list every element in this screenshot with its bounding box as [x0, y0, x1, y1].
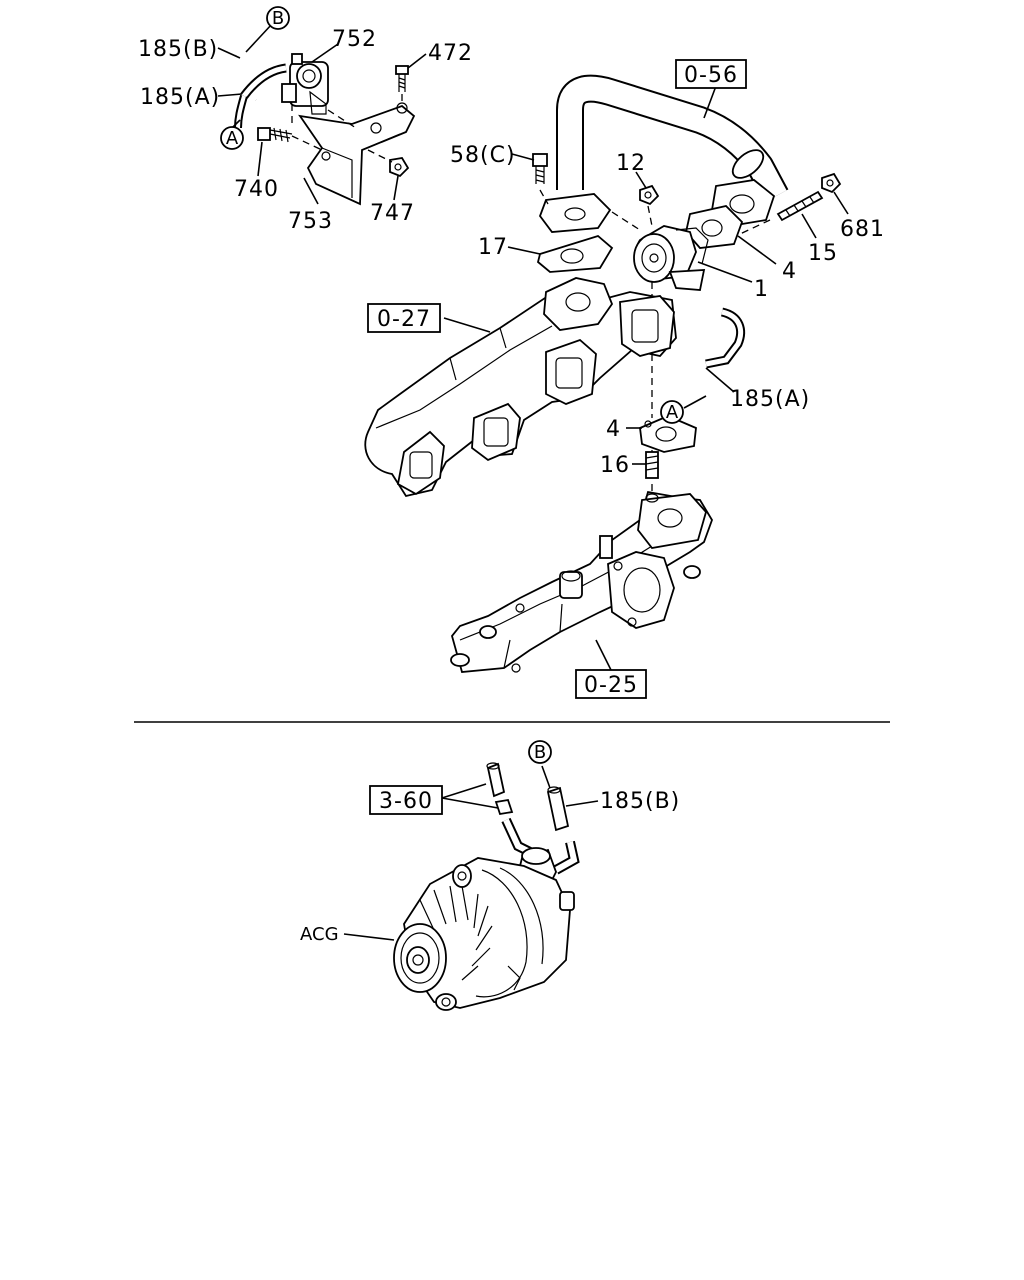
egr-pipe	[532, 74, 842, 500]
label-4-upper: 4	[782, 259, 797, 284]
intake-manifold	[450, 490, 713, 673]
callout-b-bottom: B	[528, 740, 552, 764]
label-185b-top: 185(B)	[138, 37, 218, 62]
label-1: 1	[754, 277, 769, 302]
callout-a-top: A	[220, 126, 244, 150]
label-185b-bottom: 185(B)	[600, 789, 680, 814]
svg-text:A: A	[226, 128, 239, 149]
label-17: 17	[478, 235, 508, 260]
label-740: 740	[234, 177, 279, 202]
svg-text:A: A	[666, 402, 679, 423]
lower-gasket-stud	[639, 415, 697, 479]
svg-text:B: B	[272, 8, 284, 29]
label-747: 747	[370, 201, 415, 226]
label-58c: 58(C)	[450, 143, 516, 168]
ref-box-0-25: 0-25	[575, 669, 647, 699]
exhaust-manifold	[364, 277, 677, 498]
label-185a-mid: 185(A)	[730, 387, 810, 412]
label-12: 12	[616, 151, 646, 176]
vsv-assembly	[230, 53, 416, 206]
label-16: 16	[600, 453, 630, 478]
svg-text:B: B	[534, 742, 546, 763]
svg-text:0-27: 0-27	[377, 307, 431, 332]
leader-lines	[217, 23, 849, 941]
ref-box-3-60: 3-60	[369, 785, 443, 815]
alternator	[393, 762, 580, 1011]
callout-b-top: B	[266, 6, 290, 30]
label-185a-top: 185(A)	[140, 85, 220, 110]
ref-box-0-27: 0-27	[367, 303, 441, 333]
label-acg: ACG	[300, 924, 339, 945]
label-15: 15	[808, 241, 838, 266]
ref-box-0-56: 0-56	[675, 59, 747, 89]
svg-text:0-25: 0-25	[584, 673, 638, 698]
label-752: 752	[332, 27, 377, 52]
svg-text:3-60: 3-60	[379, 789, 433, 814]
callout-a-mid: A	[660, 400, 684, 424]
label-472: 472	[428, 41, 473, 66]
svg-text:0-56: 0-56	[684, 63, 738, 88]
label-681: 681	[840, 217, 885, 242]
label-753: 753	[288, 209, 333, 234]
label-4-lower: 4	[606, 417, 621, 442]
